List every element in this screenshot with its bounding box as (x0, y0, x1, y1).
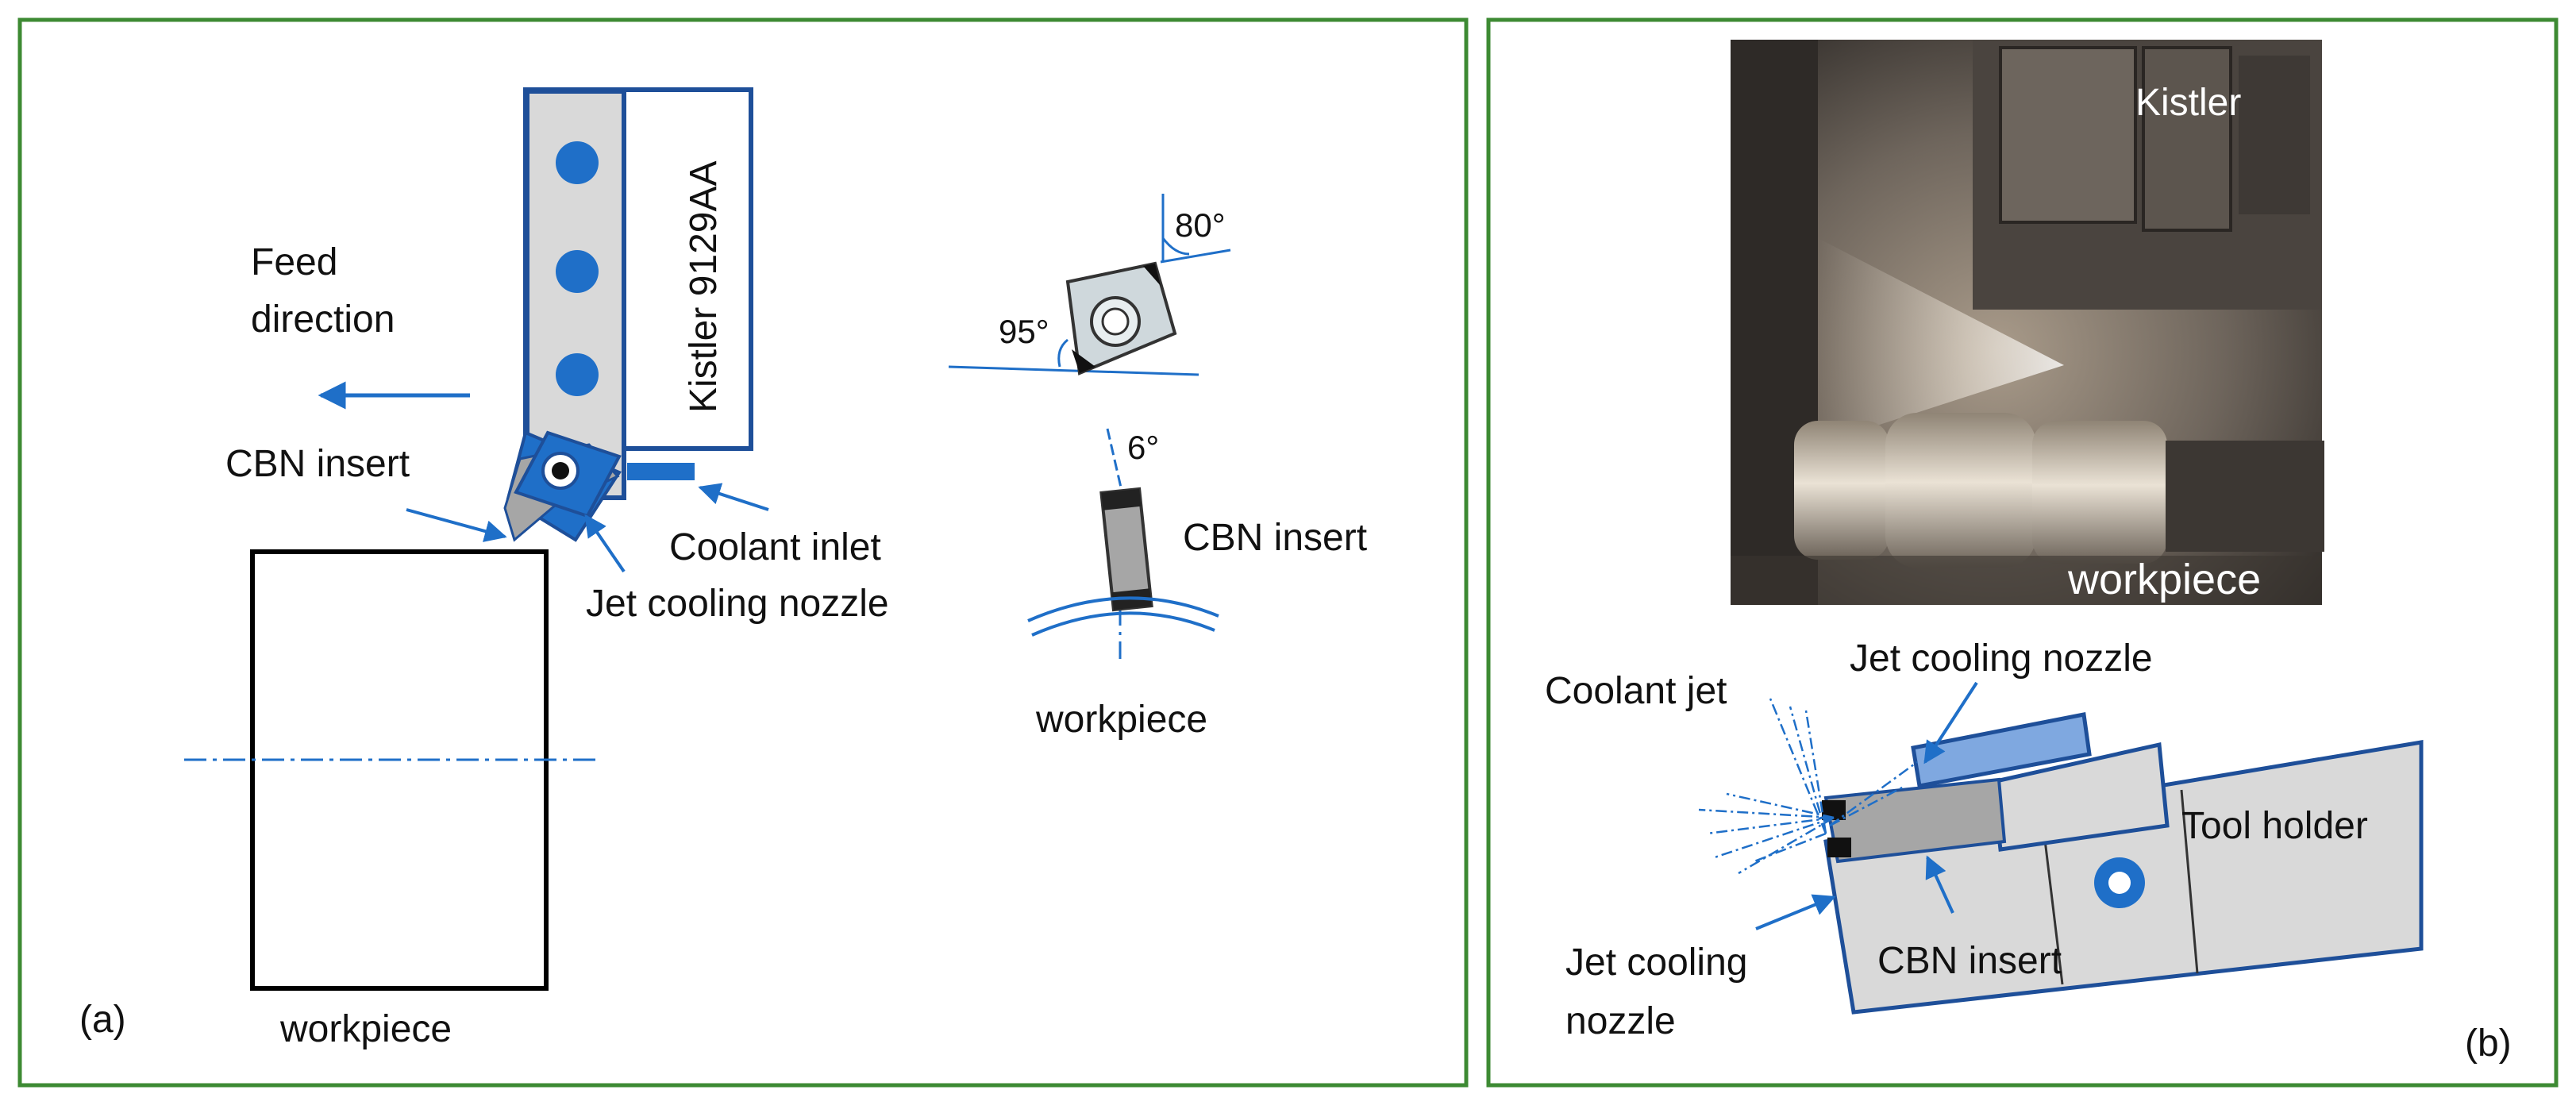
angle-arc-80 (1161, 237, 1190, 256)
cbn-insert-label-b: CBN insert (1877, 940, 2062, 982)
workpiece-block (250, 549, 549, 991)
jet-nozzle-bottom-leader (1755, 894, 1836, 930)
clamp-bolt-1 (556, 141, 599, 184)
dynamometer-label: Kistler 9129AA (683, 160, 725, 413)
setup-photo (1731, 40, 2324, 605)
angle-95-label: 95° (999, 313, 1049, 350)
insert-hole-inner (1101, 307, 1130, 336)
tool-holder-divider-2 (2180, 789, 2199, 974)
angle-arc-95 (1057, 338, 1069, 368)
coolant-inlet-pipe (627, 463, 695, 480)
workpiece-arc-inner (1031, 611, 1215, 637)
jet-nozzle-top-leader (1923, 681, 1978, 764)
cbn-insert-label: CBN insert (225, 443, 410, 485)
panel-a-tag: (a) (79, 999, 126, 1041)
feed-direction-label-1: Feed (251, 241, 337, 283)
coolant-jet-spray (1698, 698, 1918, 875)
coolant-inlet-label: Coolant inlet (669, 526, 881, 568)
cbn-insert-tip-bottom (1827, 838, 1851, 857)
cbn-insert-leader (406, 508, 507, 542)
feed-direction-label-2: direction (251, 298, 395, 341)
tool-holder-screw-inner (2108, 872, 2131, 894)
workpiece-detail-label: workpiece (1035, 699, 1207, 741)
insert-corner-bottom (1072, 349, 1095, 373)
workpiece-label-a: workpiece (279, 1008, 452, 1050)
jet-cooling-nozzle-block (1911, 712, 2092, 788)
panel-b-tag: (b) (2465, 1022, 2512, 1065)
jet-nozzle-leader (584, 514, 626, 573)
tool-holder-label: Tool holder (2181, 805, 2368, 847)
photo-label-kistler: Kistler (2135, 82, 2241, 124)
workpiece-arc-outer (1027, 596, 1219, 622)
detail-base-line (948, 365, 1199, 376)
clamp-bolt-3 (556, 353, 599, 396)
jet-nozzle-bottom-label-1: Jet cooling (1565, 942, 1747, 984)
insert-side-tip-top (1101, 488, 1142, 510)
coolant-jet-label: Coolant jet (1545, 670, 1727, 712)
insert-corner-top (1143, 264, 1161, 286)
detail-angle-line (1160, 248, 1231, 264)
jet-nozzle-top-label: Jet cooling nozzle (1850, 637, 2153, 680)
jet-nozzle-bottom-label-2: nozzle (1565, 1000, 1676, 1042)
photo-label-workpiece: workpiece (2067, 556, 2261, 603)
angle-80-label: 80° (1175, 206, 1226, 244)
jet-nozzle-label: Jet cooling nozzle (586, 583, 889, 625)
cbn-insert-detail-label: CBN insert (1183, 517, 1367, 559)
cbn-insert-leader-b (1925, 855, 1954, 914)
angle-6-label: 6° (1127, 429, 1159, 466)
coolant-inlet-leader (698, 483, 769, 511)
insert-screw-inner (552, 462, 569, 479)
clamp-bolt-2 (556, 250, 599, 293)
